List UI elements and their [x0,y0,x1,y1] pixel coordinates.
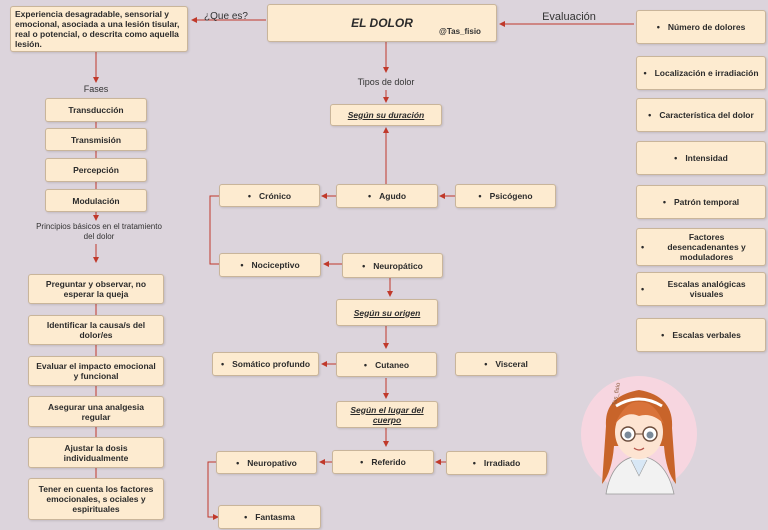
principle-item: Preguntar y observar, no esperar la quej… [28,274,164,304]
definition-box: Experiencia desagradable, sensorial y em… [10,6,188,52]
evaluation-item: Localización e irradiación [636,56,766,90]
type-neuropathic-location: Neuropativo [216,451,317,474]
phase-item: Transmisión [45,128,147,151]
evaluation-item: Escalas verbales [636,318,766,352]
type-psychogenic: Psicógeno [455,184,556,208]
type-acute: Agudo [336,184,438,208]
principle-item: Identificar la causa/s del dolor/es [28,315,164,345]
type-referred: Referido [332,450,434,474]
type-nociceptive: Nociceptivo [219,253,321,277]
phase-item: Transducción [45,98,147,122]
evaluation-label: Evaluación [542,11,596,23]
author-handle: @Tas_fisio [439,27,481,36]
type-neuropathic: Neuropático [342,253,443,278]
principle-item: Asegurar una analgesia regular [28,396,164,427]
principle-item: Ajustar la dosis individualmente [28,437,164,468]
principles-label: Principios básicos en el tratamiento del… [36,222,162,241]
evaluation-item: Número de dolores [636,10,766,44]
phase-item: Percepción [45,158,147,182]
duration-heading: Según su duración [330,104,442,126]
avatar: Tas_fisio [581,376,697,495]
principle-item: Tener en cuenta los factores emocionales… [28,478,164,520]
type-phantom: Fantasma [218,505,321,529]
phase-item: Modulación [45,189,147,212]
definition-question: ¿Que es? [204,11,248,22]
evaluation-item: Factores desencadenantes y moduladores [636,228,766,266]
page-title: EL DOLOR [351,16,413,30]
definition-text: Experiencia desagradable, sensorial y em… [15,9,180,49]
location-heading: Según el lugar del cuerpo [336,401,438,428]
type-visceral: Visceral [455,352,557,376]
svg-text:Tas_fisio: Tas_fisio [612,382,622,407]
origin-heading: Según su origen [336,299,438,326]
main-title-box: EL DOLOR [267,4,497,42]
type-deep-somatic: Somático profundo [212,352,319,376]
type-chronic: Crónico [219,184,320,207]
types-label: Tipos de dolor [357,77,415,87]
phases-label: Fases [83,84,109,94]
evaluation-item: Intensidad [636,141,766,175]
evaluation-item: Patrón temporal [636,185,766,219]
evaluation-item: Escalas analógicas visuales [636,272,766,306]
evaluation-item: Característica del dolor [636,98,766,132]
type-radiated: Irradiado [446,451,547,475]
principle-item: Evaluar el impacto emocional y funcional [28,356,164,386]
type-cutaneous: Cutaneo [336,352,437,377]
